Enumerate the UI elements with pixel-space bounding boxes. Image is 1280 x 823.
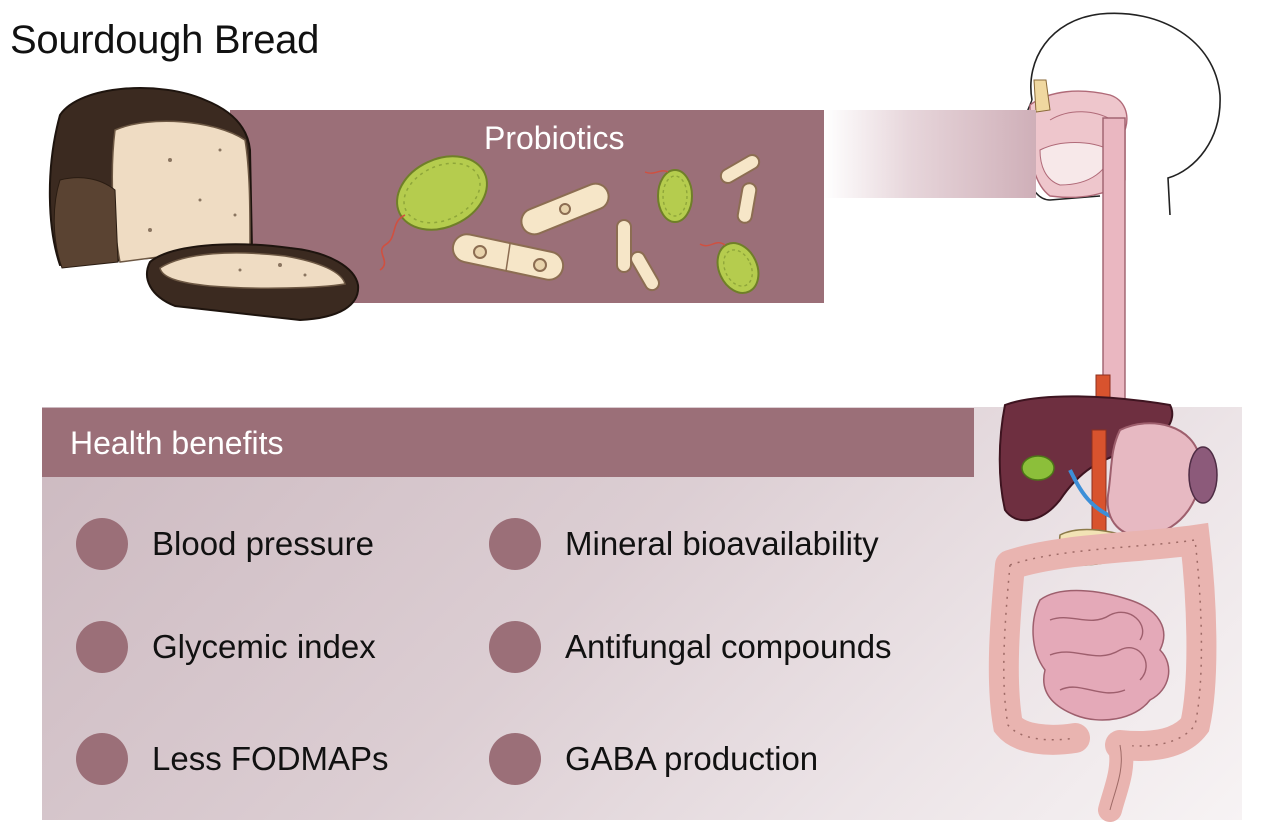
benefit-label: Mineral bioavailability [565,525,879,562]
page-title: Sourdough Bread [10,18,320,62]
bullet-icon [489,621,541,673]
rod-bacterium-icon [451,233,565,281]
benefit-label: GABA production [565,740,819,777]
rod-bacterium-icon [520,182,610,236]
rod-bacterium-icon [616,154,761,292]
probiotics-label: Probiotics [484,120,625,156]
bullet-icon [489,733,541,785]
health-benefits-header [42,408,974,477]
benefit-label: Less FODMAPs [152,740,389,777]
benefit-item: Mineral bioavailability [489,517,879,571]
benefit-item: Glycemic index [76,620,376,674]
green-bacterium-icon [699,242,760,294]
benefit-label: Glycemic index [152,628,376,665]
green-bacterium-icon [379,155,488,271]
benefit-item: Blood pressure [76,517,374,571]
benefit-label: Antifungal compounds [565,628,892,665]
green-bacterium-icon [644,169,693,223]
bullet-icon [489,518,541,570]
bullet-icon [76,518,128,570]
benefit-item: GABA production [489,732,818,786]
health-benefits-title: Health benefits [70,425,284,461]
bullet-icon [76,621,128,673]
benefit-item: Antifungal compounds [489,620,892,674]
bullet-icon [76,733,128,785]
benefit-label: Blood pressure [152,525,374,562]
benefit-item: Less FODMAPs [76,732,389,786]
transit-band [824,110,1036,198]
